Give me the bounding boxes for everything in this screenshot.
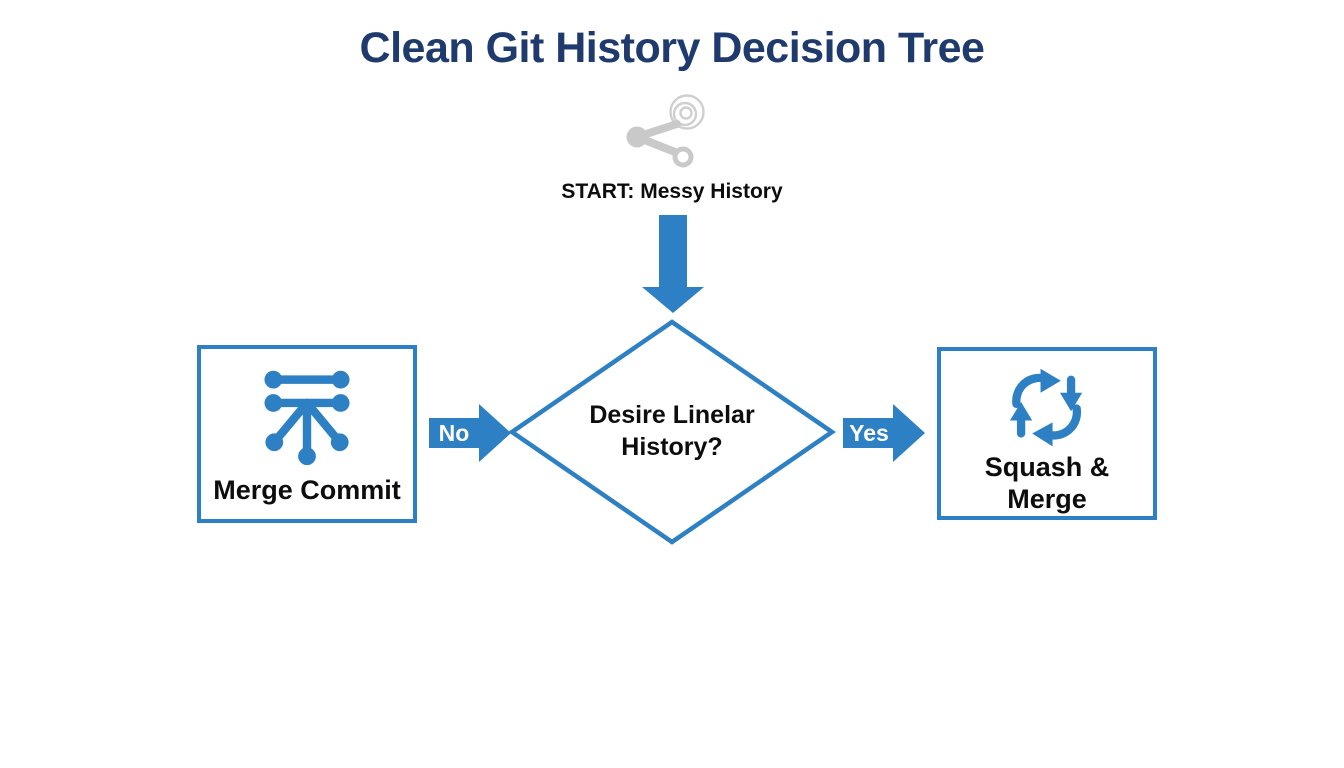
start-label: START: Messy History — [561, 180, 783, 203]
git-branch-swirl-icon — [626, 94, 705, 168]
squash-merge-node: Squash & Merge — [937, 347, 1157, 520]
squash-merge-label: Squash & Merge — [984, 452, 1110, 515]
page-title: Clean Git History Decision Tree — [359, 24, 985, 72]
sync-cycle-icon — [1009, 368, 1083, 447]
git-merge-tree-icon — [264, 370, 350, 466]
decision-question: Desire Linelar History? — [589, 401, 755, 461]
yes-edge-label: Yes — [849, 420, 889, 446]
merge-commit-label: Merge Commit — [213, 475, 401, 505]
no-arrow — [429, 404, 511, 462]
yes-arrow — [843, 404, 925, 462]
down-arrow — [642, 215, 704, 313]
no-edge-label: No — [438, 420, 470, 446]
decision-diamond — [508, 319, 836, 545]
merge-commit-node: Merge Commit — [197, 345, 417, 523]
